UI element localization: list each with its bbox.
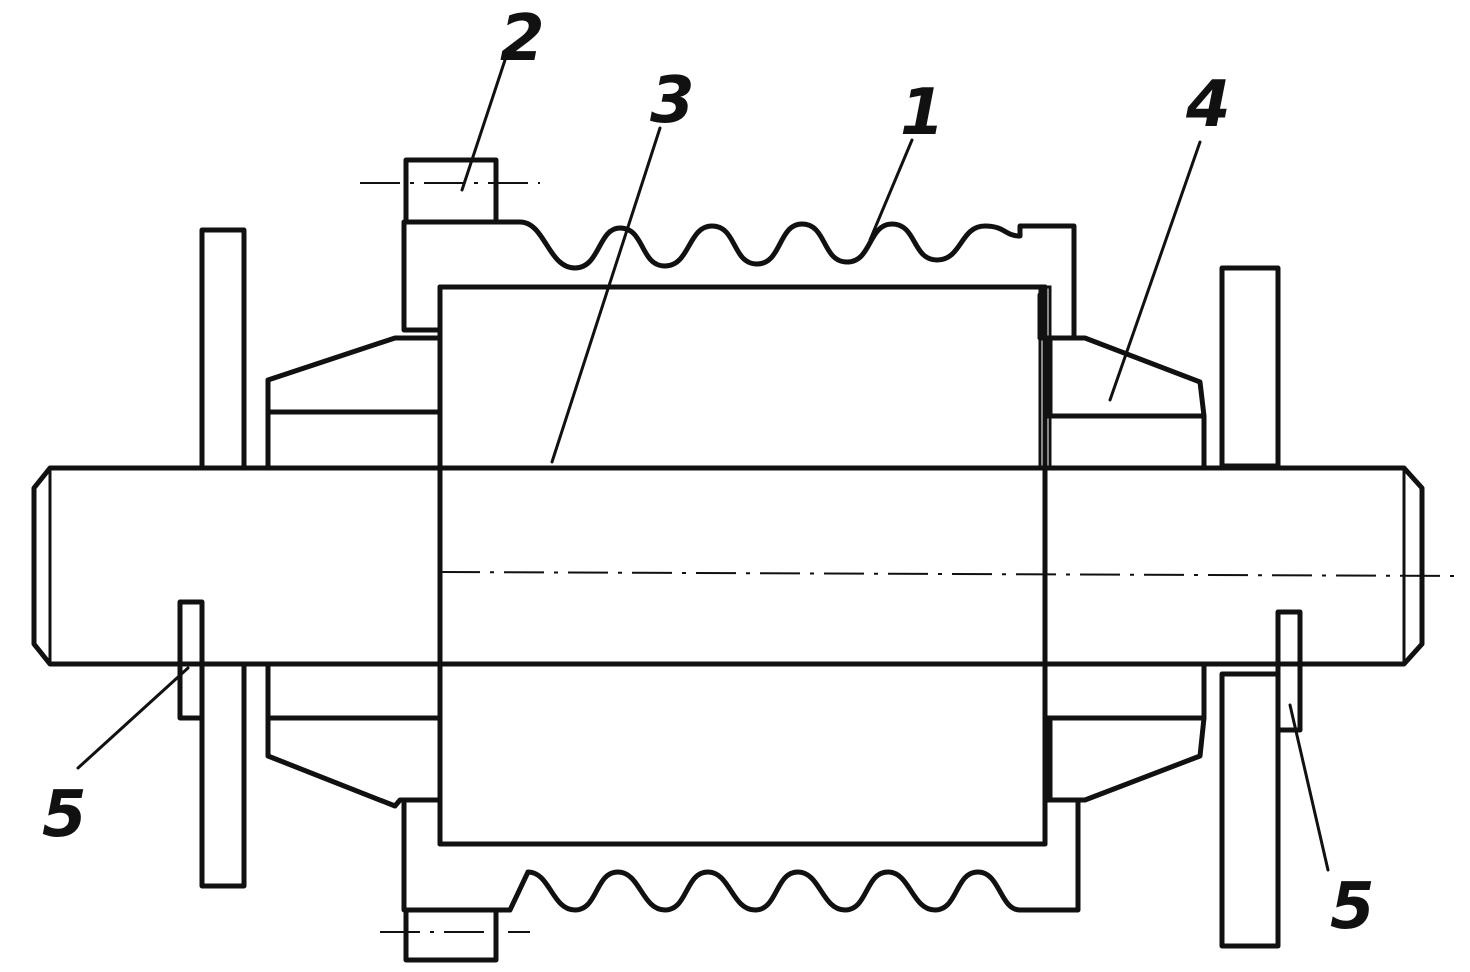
callout-5-right: 5 xyxy=(1330,870,1375,944)
left-retaining-pin xyxy=(177,599,205,721)
drum-housing-bottom xyxy=(401,797,1081,913)
left-bushing-bottom xyxy=(265,661,443,721)
callout-3: 3 xyxy=(650,64,695,138)
callout-5-left: 5 xyxy=(42,778,87,852)
axle-shaft xyxy=(31,465,1425,667)
right-retaining-pin xyxy=(1275,609,1303,733)
right-end-flange-bottom xyxy=(1047,715,1207,803)
right-bushing-top xyxy=(1042,413,1207,471)
callout-2: 2 xyxy=(500,2,545,76)
callout-4: 4 xyxy=(1185,68,1231,142)
left-end-flange-bottom xyxy=(265,715,443,809)
leader-lines xyxy=(76,58,1330,872)
top-lug xyxy=(360,157,540,225)
right-bushing-bottom xyxy=(1042,661,1207,721)
left-frame-plate xyxy=(199,227,247,889)
left-bushing-top xyxy=(265,409,443,471)
right-end-flange-top xyxy=(1047,335,1207,419)
callout-1: 1 xyxy=(900,76,945,150)
axle-centerline xyxy=(439,571,1461,577)
drum-housing-top xyxy=(401,219,1077,341)
bottom-lug xyxy=(380,907,530,963)
right-frame-plate xyxy=(1219,265,1281,949)
left-end-flange-top xyxy=(265,335,443,415)
inner-cavity xyxy=(437,284,1048,847)
